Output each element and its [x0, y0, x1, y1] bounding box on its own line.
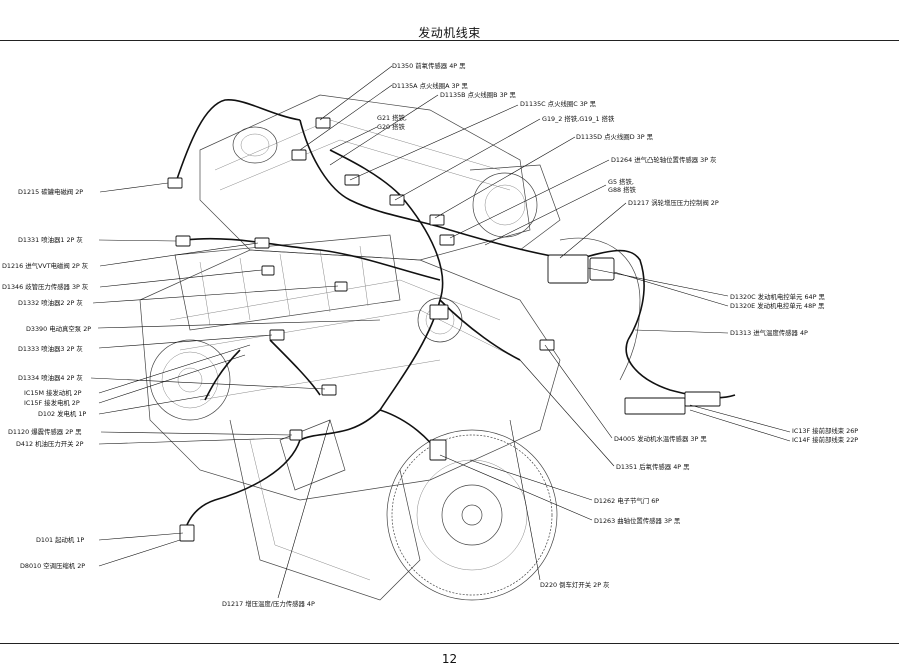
- label-d1135c: D1135C 点火线圈C 3P 黑: [520, 99, 597, 108]
- label-ic15f: IC15F 接发电机 2P: [24, 398, 80, 407]
- label-d1215: D1215 碳罐电磁阀 2P: [18, 187, 83, 196]
- page-title: 发动机线束: [418, 26, 481, 40]
- label-d1120: D1120 爆震传感器 2P 黑: [8, 427, 82, 436]
- label-d220: D220 倒车灯开关 2P 灰: [540, 580, 610, 589]
- label-d1217a: D1217 涡轮增压压力控制阀 2P: [628, 198, 719, 207]
- leader-lines: [90, 65, 791, 599]
- label-d1350: D1350 前氧传感器 4P 黑: [392, 61, 466, 70]
- label-d1135b: D1135B 点火线圈B 3P 黑: [440, 90, 517, 99]
- label-d1320e: D1320E 发动机电控单元 48P 黑: [730, 301, 825, 310]
- label-g20: G20 搭铁: [377, 122, 406, 131]
- footer-rule: [0, 643, 899, 644]
- label-d1135d: D1135D 点火线圈D 3P 黑: [576, 132, 654, 141]
- label-d1320c: D1320C 发动机电控单元 64P 黑: [730, 292, 825, 301]
- label-d1334: D1334 喷油器4 2P 灰: [18, 373, 83, 382]
- label-g19: G19_2 搭铁,G19_1 搭铁: [542, 114, 615, 123]
- label-d101: D101 起动机 1P: [36, 535, 84, 544]
- label-d1135a: D1135A 点火线圈A 3P 黑: [392, 81, 469, 90]
- label-d1217b: D1217 增压温度/压力传感器 4P: [222, 599, 315, 608]
- header-rule: [0, 40, 899, 41]
- engine-drawing: [139, 94, 641, 601]
- label-ic14f: IC14F 接前部线束 22P: [792, 435, 858, 444]
- label-g21: G21 搭铁,: [377, 113, 407, 122]
- label-d3390: D3390 电动真空泵 2P: [26, 324, 91, 333]
- connectors: [167, 117, 721, 542]
- label-ic13f: IC13F 接前部线束 26P: [792, 426, 858, 435]
- label-d1332: D1332 喷油器2 2P 灰: [18, 298, 83, 307]
- label-g5: G5 搭铁,: [608, 177, 634, 186]
- label-d1264: D1264 进气凸轮轴位置传感器 3P 灰: [611, 155, 717, 164]
- label-d1262: D1262 电子节气门 6P: [594, 496, 659, 505]
- label-d1331: D1331 喷油器1 2P 灰: [18, 235, 83, 244]
- label-ic15m: IC15M 接发动机 2P: [24, 388, 82, 397]
- label-d1313: D1313 进气温度传感器 4P: [730, 328, 808, 337]
- page-number: 12: [441, 652, 458, 666]
- label-d102: D102 发电机 1P: [38, 409, 86, 418]
- label-d8010: D8010 空调压缩机 2P: [20, 561, 85, 570]
- label-d412: D412 机油压力开关 2P: [16, 439, 84, 448]
- label-g88: G88 搭铁: [608, 185, 637, 194]
- label-d1263: D1263 曲轴位置传感器 3P 黑: [594, 516, 681, 525]
- label-d1351: D1351 后氧传感器 4P 黑: [616, 462, 690, 471]
- label-d4005: D4005 发动机水温传感器 3P 黑: [614, 434, 707, 443]
- label-d1346: D1346 歧管压力传感器 3P 灰: [2, 282, 89, 291]
- label-d1216: D1216 进气VVT电磁阀 2P 灰: [2, 261, 89, 270]
- label-d1333: D1333 喷油器3 2P 灰: [18, 344, 83, 353]
